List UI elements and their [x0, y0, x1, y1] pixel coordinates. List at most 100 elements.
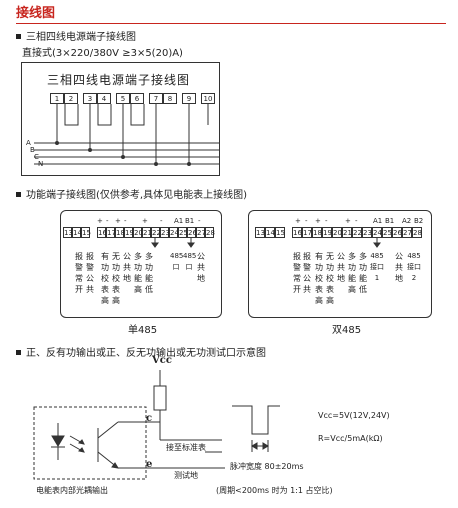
power-wires — [34, 104, 219, 166]
polarity-label: - — [198, 217, 201, 225]
polarity-label: + — [315, 217, 321, 225]
terminal: 19 — [124, 227, 134, 238]
polarity-label: + — [97, 217, 103, 225]
terminal: 14 — [72, 227, 82, 238]
double-485-panel: 13 14 15 16 17 18 19 20 21 22 23 24 25 2… — [248, 210, 432, 318]
polarity-label: + — [142, 217, 148, 225]
column-label: 多功能低 — [145, 252, 153, 294]
terminal: 20 — [133, 227, 143, 238]
column-label: 485口 — [183, 252, 197, 271]
terminal: 3 — [83, 93, 97, 104]
standard-meter-label: 接至标准表 — [166, 443, 206, 452]
meter-internal-label: 电能表内部光耦输出 — [36, 486, 108, 495]
terminal: 25 — [382, 227, 392, 238]
polarity-label: - — [124, 217, 127, 225]
column-label: 公共地 — [337, 252, 345, 283]
polarity-label: - — [325, 217, 328, 225]
terminal: 8 — [163, 93, 177, 104]
terminal: 7 — [149, 93, 163, 104]
terminal: 17 — [302, 227, 312, 238]
terminal: 5 — [116, 93, 130, 104]
terminal: 28 — [205, 227, 215, 238]
line-label-n: N — [38, 160, 44, 168]
polarity-label: - — [106, 217, 109, 225]
column-label: 报警常开 — [293, 252, 301, 294]
terminal: 9 — [182, 93, 196, 104]
terminal: 6 — [130, 93, 144, 104]
title-divider — [16, 23, 446, 24]
power-wiring-diagram: 三相四线电源端子接线图 1 2 3 4 5 6 7 8 9 10 — [21, 62, 220, 176]
terminal: 22 — [352, 227, 362, 238]
section3-heading: 正、反有功输出或正、反无功输出或无功测试口示意图 — [16, 344, 266, 359]
line-label-a: A — [26, 139, 31, 147]
test-ground-label: 测试地 — [174, 471, 198, 480]
column-label: 多功能高 — [348, 252, 356, 294]
polarity-label: B2 — [414, 217, 424, 225]
terminal: 27 — [402, 227, 412, 238]
column-label: 无功校表高 — [112, 252, 120, 305]
terminal: 27 — [196, 227, 206, 238]
single-485-panel: 13 14 15 16 17 18 19 20 21 22 23 24 25 2… — [60, 210, 222, 318]
terminal: 16 — [97, 227, 107, 238]
terminal: 22 — [151, 227, 161, 238]
power-diagram-title: 三相四线电源端子接线图 — [47, 73, 191, 87]
polarity-label: B1 — [185, 217, 195, 225]
bullet-icon — [16, 33, 21, 39]
terminal: 18 — [115, 227, 125, 238]
function-terminal-strip: 13 14 15 16 17 18 19 20 21 22 23 24 25 2… — [63, 227, 219, 238]
terminal: 23 — [362, 227, 372, 238]
terminal: 21 — [142, 227, 152, 238]
terminal: 26 — [392, 227, 402, 238]
column-label: 公共地 — [395, 252, 403, 283]
terminal: 24 — [372, 227, 382, 238]
polarity-label: - — [305, 217, 308, 225]
column-label: 有功校表高 — [315, 252, 323, 305]
column-label: 报警公共 — [86, 252, 94, 294]
terminal: 17 — [106, 227, 116, 238]
bullet-icon — [16, 349, 21, 355]
column-label: 485接口1 — [370, 252, 384, 282]
column-label: 多功能低 — [359, 252, 367, 294]
vcc-formula: Vcc=5V(12V,24V) — [318, 411, 390, 420]
page-title: 接线图 — [16, 6, 56, 21]
terminal: 10 — [201, 93, 215, 104]
polarity-label: + — [345, 217, 351, 225]
line-label-b: B — [30, 146, 35, 154]
terminal: 15 — [81, 227, 91, 238]
period-note: (周期<200ms 时为 1:1 占空比) — [216, 486, 333, 495]
terminal: 4 — [97, 93, 111, 104]
polarity-label: A2 — [402, 217, 412, 225]
terminal: 25 — [178, 227, 188, 238]
emitter-label: e — [146, 459, 153, 470]
polarity-label: A1 — [174, 217, 184, 225]
function-terminal-strip: 13 14 15 16 17 18 19 20 21 22 23 24 25 2… — [255, 227, 427, 238]
terminal: 13 — [63, 227, 73, 238]
collector-label: c — [146, 413, 153, 424]
terminal: 16 — [292, 227, 302, 238]
terminal: 18 — [312, 227, 322, 238]
column-label: 报警常开 — [75, 252, 83, 294]
column-label: 485口 — [170, 252, 184, 271]
polarity-label: - — [355, 217, 358, 225]
terminal: 2 — [64, 93, 78, 104]
terminal: 21 — [342, 227, 352, 238]
column-label: 485接口2 — [407, 252, 421, 282]
terminal: 14 — [265, 227, 275, 238]
terminal-arrows — [151, 238, 195, 248]
column-label: 多功能高 — [134, 252, 142, 294]
power-spec: 直接式(3×220/380V ≥3×5(20)A) — [22, 48, 183, 59]
terminal: 19 — [322, 227, 332, 238]
section1-heading: 三相四线电源端子接线图 — [16, 28, 136, 43]
terminal: 13 — [255, 227, 265, 238]
polarity-label: A1 — [373, 217, 383, 225]
column-label: 有功校表高 — [101, 252, 109, 305]
double-485-caption: 双485 — [332, 325, 362, 336]
column-label: 报警公共 — [303, 252, 311, 294]
pulse-width-label: 脉冲宽度 80±20ms — [230, 462, 304, 471]
bullet-icon — [16, 191, 21, 197]
resistor-formula: R=Vcc/5mA(kΩ) — [318, 434, 383, 443]
terminal: 23 — [160, 227, 170, 238]
vcc-label: Vcc — [152, 355, 172, 366]
column-label: 公共地 — [123, 252, 131, 283]
